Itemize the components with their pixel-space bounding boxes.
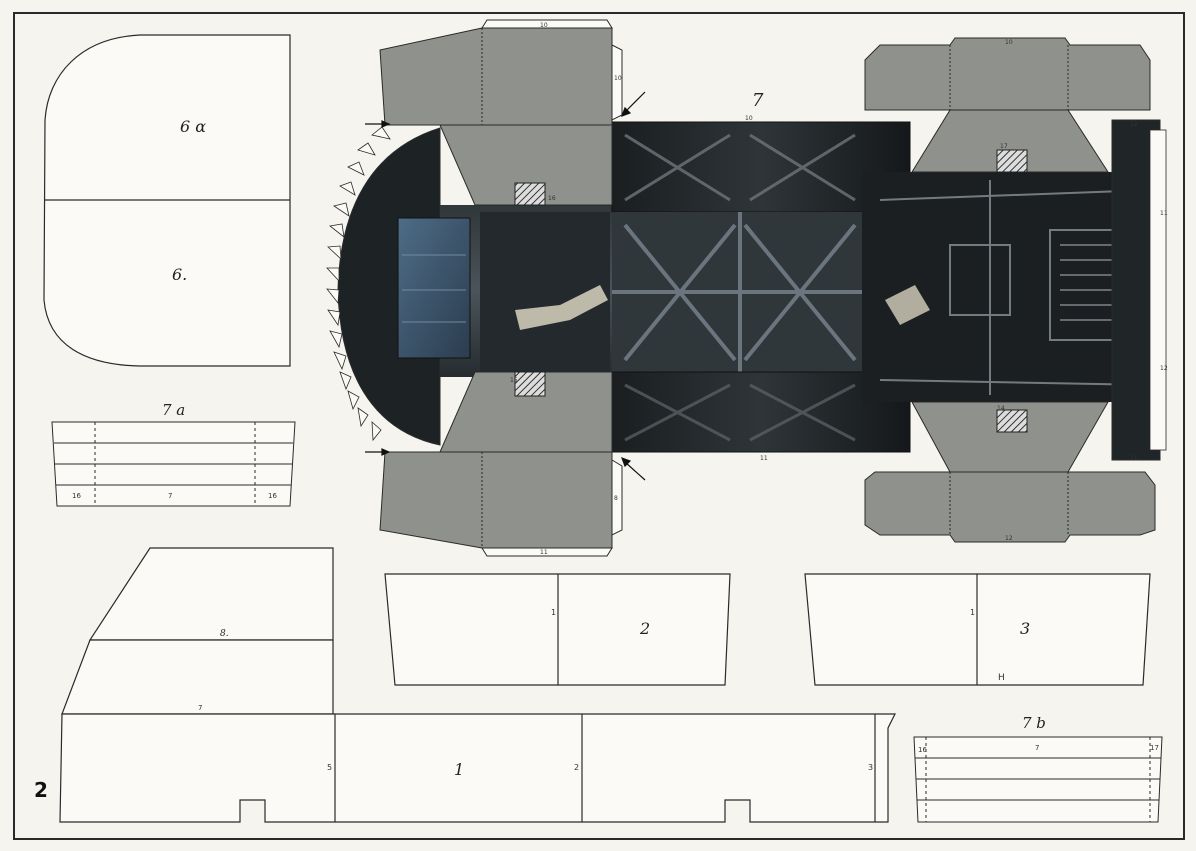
part-1-body — [59, 713, 896, 823]
tab-p1-c: 3 — [868, 763, 873, 772]
tab-7a-left: 16 — [72, 492, 81, 500]
fender-rear-right — [864, 401, 1156, 543]
fender-rear-left — [864, 37, 1151, 173]
part-3-panel — [804, 573, 1151, 686]
tab-p1-top: 7 — [198, 704, 202, 712]
tab-rack-rf: 17 — [1000, 143, 1008, 150]
chassis-assembly — [326, 119, 1167, 461]
part-6-hood — [43, 34, 291, 367]
tab-rear-2: 11 — [1160, 210, 1168, 217]
tab-fender-rl-side: 8 — [614, 495, 618, 502]
hatch-rear-right — [996, 409, 1028, 433]
tab-fender-rl-bot: 11 — [540, 549, 548, 556]
tab-rack-f: 16 — [548, 195, 556, 202]
label-part-7: 7 — [752, 90, 764, 111]
part-7a-strip — [51, 421, 296, 507]
tab-7b-right: 17 — [1150, 744, 1159, 752]
assembly-arrows — [365, 91, 646, 481]
tab-fender-fl-top: 10 — [540, 22, 548, 29]
nose-tabs — [326, 126, 391, 442]
part-7b-strip — [913, 736, 1163, 823]
label-part-6: 6. — [172, 265, 187, 284]
hatch-front-right — [514, 371, 546, 397]
tab-p3-a: 1 — [970, 608, 975, 617]
part-8-body — [61, 547, 334, 715]
tab-chassis-top: 10 — [745, 115, 753, 122]
tab-chassis-bot: 11 — [760, 455, 768, 462]
label-part-2: 2 — [639, 619, 650, 638]
fender-front-right — [379, 371, 623, 557]
label-part-6a: 6 α — [180, 117, 206, 136]
floor-pan-top — [611, 121, 911, 213]
tab-fender-rr-bot: 12 — [1005, 535, 1013, 542]
label-part-3: 3 — [1020, 619, 1030, 638]
tab-rack-r: 15 — [510, 377, 518, 384]
label-part-8: 8. — [220, 629, 229, 639]
tab-fender-fr-top: 10 — [1005, 39, 1013, 46]
label-part-7b: 7 b — [1022, 714, 1046, 732]
tab-fender-fl-side: 10 — [614, 75, 622, 82]
page-frame — [13, 12, 1185, 840]
part-2-panel — [384, 573, 731, 686]
label-part-1: 1 — [454, 760, 464, 779]
label-part-7a: 7 a — [162, 401, 185, 419]
tab-p2-a: 1 — [551, 608, 556, 617]
tab-7b-mid: 7 — [1035, 744, 1039, 752]
chassis-tank — [397, 217, 471, 359]
hatch-front-left — [514, 182, 546, 206]
tab-rear-4: 11 — [1130, 455, 1138, 462]
tab-rack-rr: 14 — [997, 405, 1005, 412]
tab-7a-right: 16 — [268, 492, 277, 500]
tab-rear-3: 12 — [1160, 365, 1168, 372]
fender-front-left — [379, 19, 623, 206]
tab-p1-b: 2 — [574, 763, 579, 772]
floor-pan-bottom — [611, 371, 911, 453]
tab-rear-1: 12 — [1130, 121, 1138, 128]
hatch-rear-left — [996, 149, 1028, 173]
tab-p1-a: 5 — [327, 763, 332, 772]
label-letter-h: H — [998, 673, 1005, 683]
plate-number: 2 — [34, 778, 48, 802]
tab-7a-mid: 7 — [168, 492, 172, 500]
tab-7b-left: 16 — [918, 746, 927, 754]
